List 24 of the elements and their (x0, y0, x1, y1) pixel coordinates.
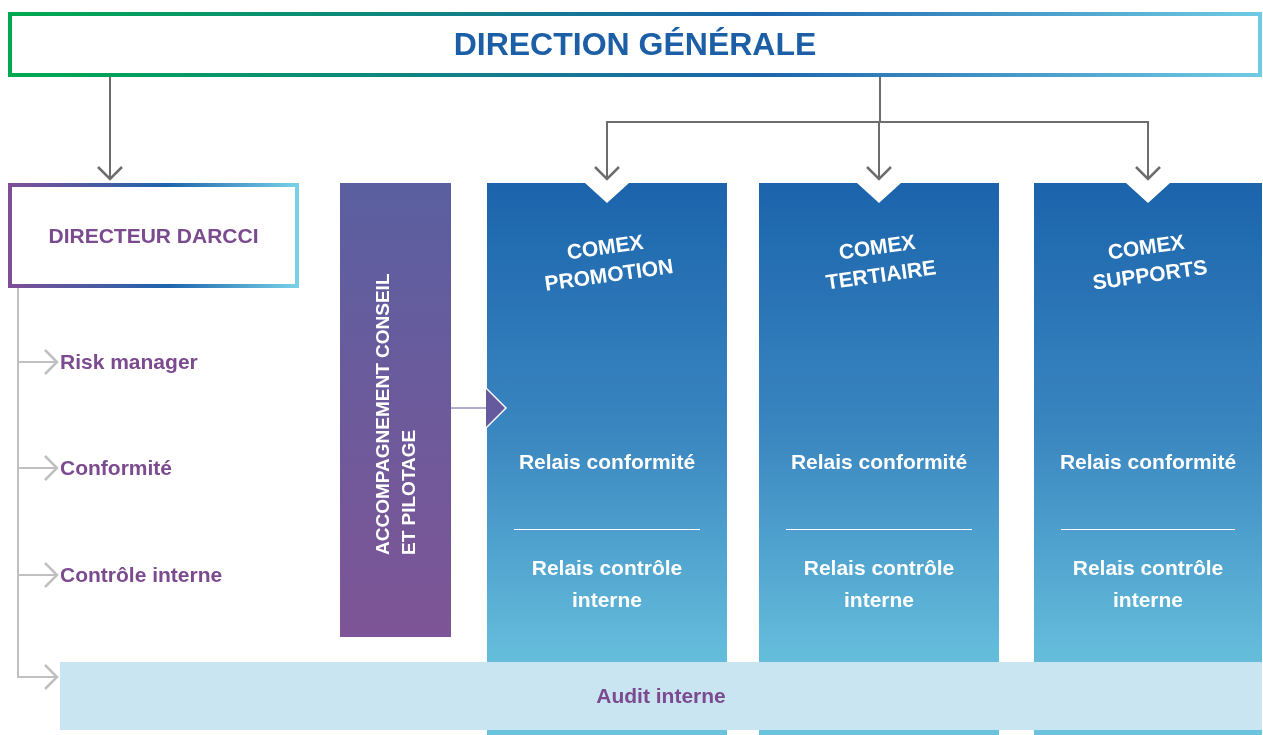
column-heading: COMEX SUPPORTS (1090, 228, 1210, 296)
arrow (17, 287, 59, 691)
role-label: Conformité (60, 453, 172, 483)
body-text: Relais contrôle interne (1071, 555, 1225, 613)
band-label: ACCOMPAGNEMENT CONSEIL ET PILOTAGE (370, 272, 420, 555)
body-text: Relais conformité (517, 449, 697, 475)
column-heading: COMEX TERTIAIRE (823, 228, 939, 296)
header-box (8, 12, 1262, 77)
body-text: Relais contrôle interne (530, 555, 684, 613)
box-title: DIRECTION GÉNÉRALE (453, 26, 817, 63)
body-text: Relais conformité (1058, 449, 1238, 475)
column-heading: COMEX PROMOTION (542, 228, 676, 297)
audit-band (60, 662, 1262, 730)
role-label: Risk manager (60, 347, 198, 377)
box-title: DIRECTEUR DARCCI (48, 223, 259, 248)
body-text: Relais conformité (789, 449, 969, 475)
support-band (340, 183, 451, 637)
chevron-arrow (450, 389, 505, 427)
band-label: Audit interne (596, 684, 726, 708)
body-text: Relais contrôle interne (802, 555, 956, 613)
role-box (8, 183, 299, 288)
arrow (879, 76, 1162, 181)
arrow (96, 76, 124, 181)
role-label: Contrôle interne (60, 560, 223, 590)
